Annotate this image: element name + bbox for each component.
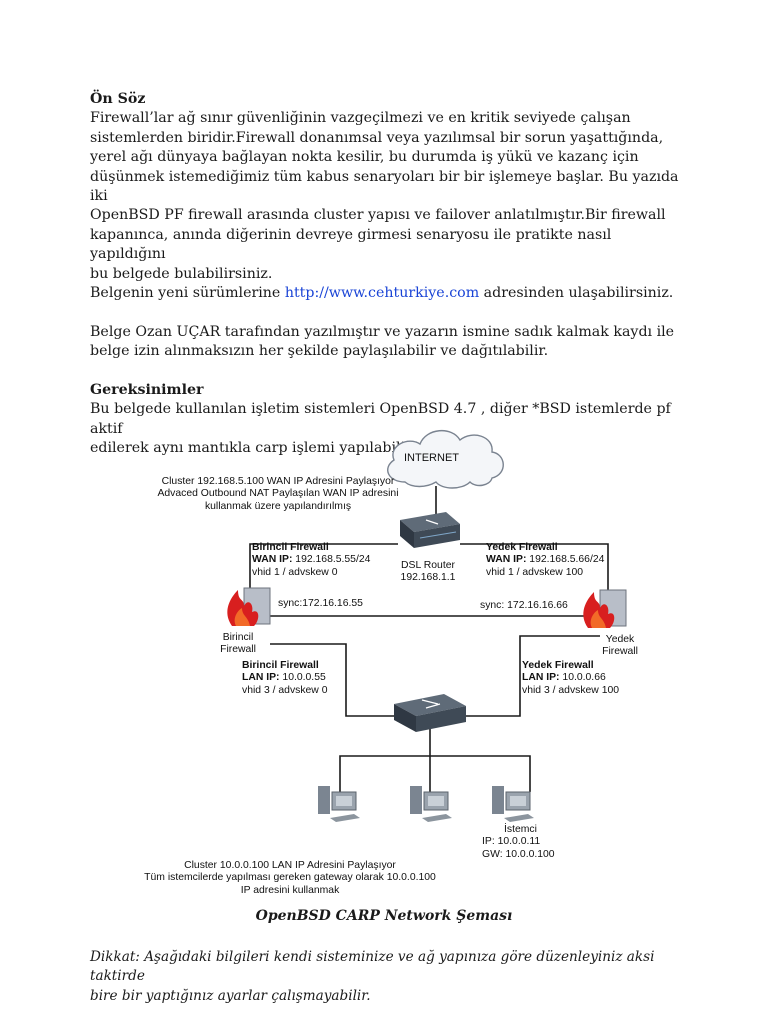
backup-lan-title: Yedek Firewall	[522, 660, 594, 671]
router-ip: 192.168.1.1	[400, 572, 456, 584]
preface-heading: Ön Söz	[90, 91, 146, 107]
backup-wan-title: Yedek Firewall	[486, 542, 558, 553]
author-line: belge izin alınmaksızın her şekilde payl…	[90, 343, 549, 360]
sync-backup-label: sync: 172.16.16.66	[480, 600, 568, 611]
backup-lan-ip: 10.0.0.66	[559, 672, 606, 684]
cluster-wan-line: Cluster 192.168.5.100 WAN IP Adresini Pa…	[161, 476, 395, 487]
primary-lan-title: Birincil Firewall	[242, 660, 319, 671]
backup-lan-vhid: vhid 3 / advskew 100	[522, 684, 620, 696]
primary-lan-ip: 10.0.0.55	[279, 672, 326, 684]
primary-wan-vhid: vhid 1 / advskew 0	[252, 566, 338, 578]
primary-wan-ip: 192.168.5.55/24	[292, 554, 371, 566]
preface-line: OpenBSD PF firewall arasında cluster yap…	[90, 207, 666, 224]
link-line: Belgenin yeni sürümlerine http://www.ceh…	[90, 284, 690, 303]
network-links	[249, 486, 609, 792]
preface-line: Firewall’lar ağ sınır güvenliğinin vazge…	[90, 110, 631, 127]
client-gateway: GW: 10.0.0.100	[482, 848, 555, 860]
preface-section: Ön Söz Firewall’lar ağ sınır güvenliğini…	[90, 90, 690, 459]
primary-wan-info: Birincil Firewall WAN IP: 192.168.5.55/2…	[252, 542, 370, 579]
preface-line: sistemlerden biridir.Firewall donanımsal…	[90, 129, 664, 146]
primary-wan-key: WAN IP:	[252, 554, 293, 566]
primary-lan-vhid: vhid 3 / advskew 0	[242, 684, 328, 696]
backup-firewall-icon	[583, 589, 627, 628]
router-icon	[400, 512, 460, 548]
cluster-lan-line: Tüm istemcilerde yapılması gereken gatew…	[144, 872, 436, 884]
lan-switch-icon	[394, 694, 466, 732]
primary-wan-title: Birincil Firewall	[252, 542, 329, 553]
client-computer-icon	[492, 786, 534, 822]
router-name: DSL Router	[401, 560, 455, 571]
preface-line: yerel ağı dünyaya bağlayan nokta kesilir…	[90, 149, 639, 166]
backup-wan-key: WAN IP:	[486, 554, 527, 566]
cluster-lan-line: Cluster 10.0.0.100 LAN IP Adresini Payla…	[184, 860, 396, 871]
cluster-lan-note: Cluster 10.0.0.100 LAN IP Adresini Payla…	[120, 860, 460, 897]
client-computer-icon	[410, 786, 452, 822]
internet-cloud-icon	[387, 430, 504, 489]
cluster-lan-line: IP adresini kullanmak	[240, 884, 340, 896]
primary-firewall-name: Birincil Firewall	[208, 632, 268, 657]
internet-label: INTERNET	[404, 452, 459, 464]
backup-name-line: Yedek	[605, 634, 635, 645]
cluster-wan-line: kullanmak üzere yapılandırılmış	[204, 500, 352, 512]
note-line: bire bir yaptığınız ayarlar çalışmayabil…	[90, 987, 371, 1004]
primary-firewall-icon	[227, 587, 271, 626]
backup-wan-ip: 192.168.5.66/24	[526, 554, 605, 566]
author-line: Belge Ozan UÇAR tarafından yazılmıştır v…	[90, 323, 675, 340]
client-name: İstemci	[504, 824, 537, 835]
preface-line: düşünmek istemediğimiz tüm kabus senaryo…	[90, 168, 679, 205]
requirements-heading: Gereksinimler	[90, 382, 204, 399]
website-link[interactable]: http://www.cehturkiye.com	[284, 285, 480, 302]
primary-name-line: Birincil	[222, 632, 254, 643]
backup-wan-vhid: vhid 1 / advskew 100	[486, 566, 584, 578]
sync-primary-label: sync:172.16.16.55	[278, 598, 363, 609]
preface-line: bu belgede bulabilirsiniz.	[90, 265, 273, 282]
client-info: İstemci IP: 10.0.0.11 GW: 10.0.0.100	[482, 824, 555, 861]
requirements-line: edilerek aynı mantıkla carp işlemi yapıl…	[90, 440, 429, 457]
backup-name-line: Firewall	[602, 646, 638, 658]
backup-lan-info: Yedek Firewall LAN IP: 10.0.0.66 vhid 3 …	[522, 660, 619, 697]
client-computer-icon	[318, 786, 360, 822]
diagram-caption: OpenBSD CARP Network Şeması	[255, 908, 513, 924]
diagram-graphics	[227, 430, 627, 822]
backup-firewall-name: Yedek Firewall	[590, 634, 650, 659]
primary-lan-key: LAN IP:	[242, 672, 280, 684]
backup-wan-info: Yedek Firewall WAN IP: 192.168.5.66/24 v…	[486, 542, 604, 579]
network-diagram: INTERNET Cluster 192.168.5.100 WAN IP Ad…	[120, 420, 660, 908]
warning-note: Dikkat: Aşağıdaki bilgileri kendi sistem…	[90, 948, 690, 1006]
link-suffix: adresinden ulaşabilirsiniz.	[479, 285, 674, 302]
preface-line: kapanınca, anında diğerinin devreye girm…	[90, 226, 612, 263]
router-label: DSL Router 192.168.1.1	[388, 560, 468, 585]
cluster-wan-note: Cluster 192.168.5.100 WAN IP Adresini Pa…	[138, 476, 418, 513]
note-line: Dikkat: Aşağıdaki bilgileri kendi sistem…	[90, 949, 655, 985]
link-prefix: Belgenin yeni sürümlerine	[90, 285, 285, 302]
requirements-line: Bu belgede kullanılan işletim sistemleri…	[90, 401, 671, 437]
primary-name-line: Firewall	[220, 644, 256, 656]
primary-lan-info: Birincil Firewall LAN IP: 10.0.0.55 vhid…	[242, 660, 327, 697]
cluster-wan-line: Advaced Outbound NAT Paylaşılan WAN IP a…	[157, 488, 399, 500]
client-ip: IP: 10.0.0.11	[482, 836, 541, 848]
backup-lan-key: LAN IP:	[522, 672, 560, 684]
